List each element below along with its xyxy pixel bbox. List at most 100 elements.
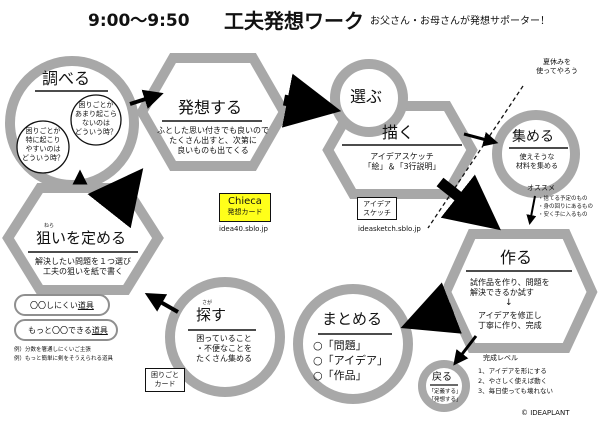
circle-matomeru: [293, 284, 413, 404]
radio-circle-icon: ○: [313, 369, 323, 382]
nerai-pill-2-tool: 道具: [91, 326, 108, 335]
hassou-desc-line: ふとした思い付きでも良いので: [157, 126, 269, 135]
matomeru-item: ○「アイデア」: [313, 353, 388, 368]
header-subtitle: お父さん・お母さんが発想サポーター！: [370, 16, 550, 27]
atsumeru-desc-line: 材料を集める: [516, 162, 558, 170]
osusume-item: ・捨てる予定のもの: [538, 196, 588, 202]
osusume-list: ・捨てる予定のもの ・身の回りにあるもの ・安く手に入るもの: [538, 195, 593, 219]
radio-circle-icon: ○: [313, 354, 323, 367]
step-tsukuru-title: 作る: [500, 248, 533, 267]
step-shiraberu-title: 調べる: [42, 69, 91, 88]
kansei-level-item: 1、アイデアを形にする: [478, 367, 547, 375]
footer-copyright: © IDEAPLANT: [521, 409, 570, 417]
nerai-template-pill-2: もっと〇〇できる道具: [14, 319, 118, 341]
komarigoto-card: 困りごと カード: [145, 368, 185, 392]
nerai-desc-line: 工夫の狙いを紙で書く: [43, 267, 123, 276]
header-title: 工夫発想ワーク: [224, 9, 364, 33]
kaku-desc-line: 「絵」＆「3行説明」: [363, 162, 441, 171]
nerai-pill-1-prefix: 〇〇しにくい: [30, 301, 78, 310]
kansei-level-item: 2、やさしく使えば動く: [478, 377, 548, 385]
sagasu-ruby: さが: [202, 300, 213, 306]
question-2-line: どういう時？: [75, 128, 117, 136]
tsukuru-desc2-line: アイデアを修正し: [478, 311, 542, 320]
step-atsumeru-title: 集める: [512, 129, 554, 145]
tsukuru-desc-line: 解決できるか試す: [470, 288, 534, 297]
chieca-card-sub: 発想カード: [227, 208, 263, 216]
komarigoto-card-line: 困りごと: [151, 371, 179, 379]
bubble-question-1: [16, 120, 70, 174]
nerai-ruby: ねら: [44, 223, 55, 229]
chieca-card: Chieca 発想カード: [219, 193, 271, 222]
arrow-hassou-to-erabu: [281, 73, 342, 128]
modoru-item: 「定義する」: [428, 389, 462, 395]
idea-sketch-card-line: スケッチ: [363, 209, 391, 217]
kansei-level-list: 1、アイデアを形にする 2、やさしく使えば動く 3、毎日使っても壊れない: [478, 366, 553, 396]
step-kaku-title: 描く: [382, 123, 415, 142]
nerai-pill-1-text: 〇〇しにくい道具: [30, 302, 94, 310]
matomeru-item-label: 「作品」: [322, 369, 367, 382]
matomeru-item: ○「作品」: [313, 368, 388, 383]
nerai-pill-2-prefix: もっと〇〇できる: [28, 326, 92, 335]
hassou-url: idea40.sblo.jp: [219, 225, 268, 233]
kansei-level-item: 3、毎日使っても壊れない: [478, 387, 553, 395]
matomeru-item: ○「問題」: [313, 338, 388, 353]
question-1-line: やすいのは: [25, 145, 61, 153]
arrow-erabu-to-atsumeru: [463, 132, 499, 147]
bubble-question-2: [70, 94, 122, 146]
sagasu-desc-line: たくさん集める: [196, 354, 252, 363]
question-1-line: 特に起こり: [25, 136, 61, 144]
step-tsukuru-desc: 試作品を作り、問題を 解決できるか試す: [470, 278, 550, 298]
arrow-nerai-to-hassou: [87, 168, 144, 229]
kaku-url: ideasketch.sblo.jp: [358, 225, 421, 233]
osusume-item: ・安く手に入るもの: [538, 212, 588, 218]
matomeru-item-label: 「問題」: [322, 339, 367, 352]
hassou-desc-line: 良いものも出てくる: [177, 146, 249, 155]
question-2-line: あまり起こら: [75, 110, 117, 118]
step-atsumeru-desc: 使えそうな 材料を集める: [505, 153, 569, 171]
arrow-tsukuru-to-modoru: [453, 335, 478, 366]
arrow-atsumeru-to-tsukuru: [526, 195, 537, 225]
nerai-template-pill-1: 〇〇しにくい道具: [14, 294, 110, 316]
arrow-tsukuru-to-matomeru: [400, 282, 462, 334]
question-2-line: ないのは: [82, 119, 110, 127]
idea-sketch-card: アイデア スケッチ: [357, 197, 397, 220]
step-sagasu-desc: 困っていること ・不便なことを たくさん集める: [184, 334, 264, 364]
komarigoto-card-line: カード: [154, 380, 176, 388]
step-hassou-title: 発想する: [178, 98, 243, 117]
nerai-desc-line: 解決したい問題を１つ選び: [35, 257, 131, 266]
question-bubble-2: 困りごとが あまり起こら ないのは どういう時？: [71, 101, 121, 137]
osusume-label: オススメ: [527, 184, 555, 192]
step-nerai-desc: 解決したい問題を１つ選び 工夫の狙いを紙で書く: [22, 257, 144, 277]
arrow-shiraberu-to-hassou: [129, 89, 164, 109]
step-matomeru-title: まとめる: [322, 310, 383, 328]
step-hassou-desc: ふとした思い付きでも良いので たくさん出すと、次第に 良いものも出てくる: [150, 126, 276, 156]
arrow-sagasu-to-nerai: [144, 293, 179, 314]
step-modoru-items: 「定義する」 「発想する」: [426, 388, 464, 404]
summer-note-line: 夏休みを: [543, 58, 571, 66]
tsukuru-desc2-line: 丁寧に作り、完成: [478, 321, 542, 330]
header-time: 9:00〜9:50: [88, 11, 190, 31]
summer-vacation-note: 夏休みを 使ってやろう: [527, 58, 587, 76]
atsumeru-desc-line: 使えそうな: [519, 153, 555, 161]
chieca-card-name: Chieca: [228, 196, 262, 207]
circle-sagasu: [165, 277, 285, 397]
circle-atsumeru: [492, 110, 580, 198]
arrow-kaku-to-tsukuru: [436, 174, 501, 231]
circle-modoru: [418, 360, 470, 412]
question-2-line: 困りごとが: [78, 101, 114, 109]
nerai-example-1: 例）分数を箸通しにくいご主張: [14, 347, 91, 353]
step-kaku-desc: アイデアスケッチ 「絵」＆「3行説明」: [350, 152, 454, 172]
radio-circle-icon: ○: [313, 339, 323, 352]
nerai-pill-1-tool: 道具: [77, 301, 94, 310]
kansei-level-title: 完成レベル: [483, 354, 518, 362]
tsukuru-down-arrow: ↓: [505, 298, 513, 308]
summer-note-line: 使ってやろう: [536, 67, 578, 75]
hassou-desc-line: たくさん出すと、次第に: [169, 136, 257, 145]
question-bubble-1: 困りごとが 特に起こり やすいのは どういう時？: [17, 127, 69, 163]
hexagon-tsukuru: [440, 229, 598, 353]
idea-sketch-card-line: アイデア: [363, 200, 391, 208]
kaku-desc-line: アイデアスケッチ: [370, 152, 434, 161]
matomeru-item-label: 「アイデア」: [322, 354, 389, 367]
tsukuru-desc-line: 試作品を作り、問題を: [470, 278, 550, 287]
